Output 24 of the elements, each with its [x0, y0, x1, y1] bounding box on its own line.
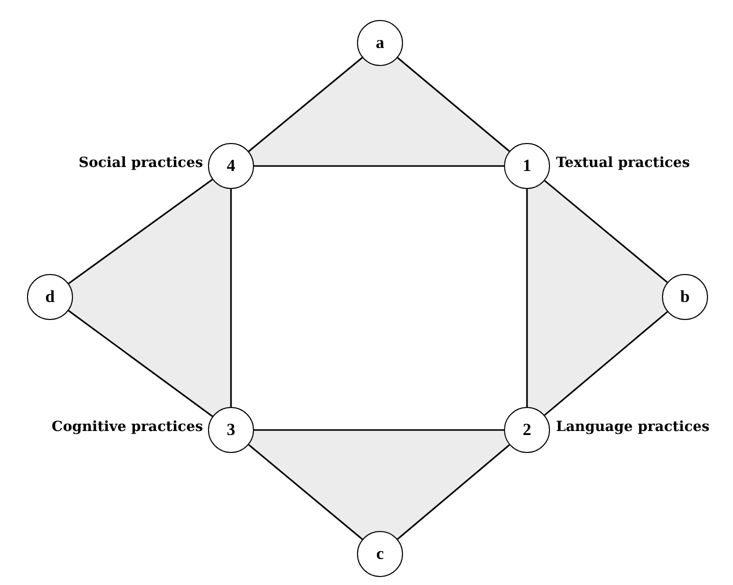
connector-line: [254, 429, 504, 431]
connector-line: [526, 189, 528, 407]
circle-node: a: [357, 20, 403, 66]
connector-line: [397, 444, 510, 540]
connector-line: [254, 165, 504, 167]
connector-line: [544, 311, 668, 416]
circle-node: 4: [208, 143, 254, 189]
node-caption: Language practices: [556, 418, 710, 436]
node-caption: Textual practices: [556, 154, 690, 172]
connector-line: [68, 178, 213, 284]
connector-line: [397, 57, 510, 152]
connector-line: [248, 57, 363, 152]
circle-node: 1: [504, 143, 550, 189]
circle-node: b: [662, 274, 708, 320]
circle-node: c: [357, 531, 403, 577]
circle-node: 3: [208, 407, 254, 453]
connector-line: [68, 310, 213, 418]
node-caption: Cognitive practices: [52, 418, 203, 436]
circle-node: 2: [504, 407, 550, 453]
circle-node: d: [27, 274, 73, 320]
node-caption: Social practices: [78, 154, 203, 172]
connector-line: [230, 189, 232, 407]
connector-line: [544, 180, 668, 283]
connector-line: [248, 444, 363, 540]
